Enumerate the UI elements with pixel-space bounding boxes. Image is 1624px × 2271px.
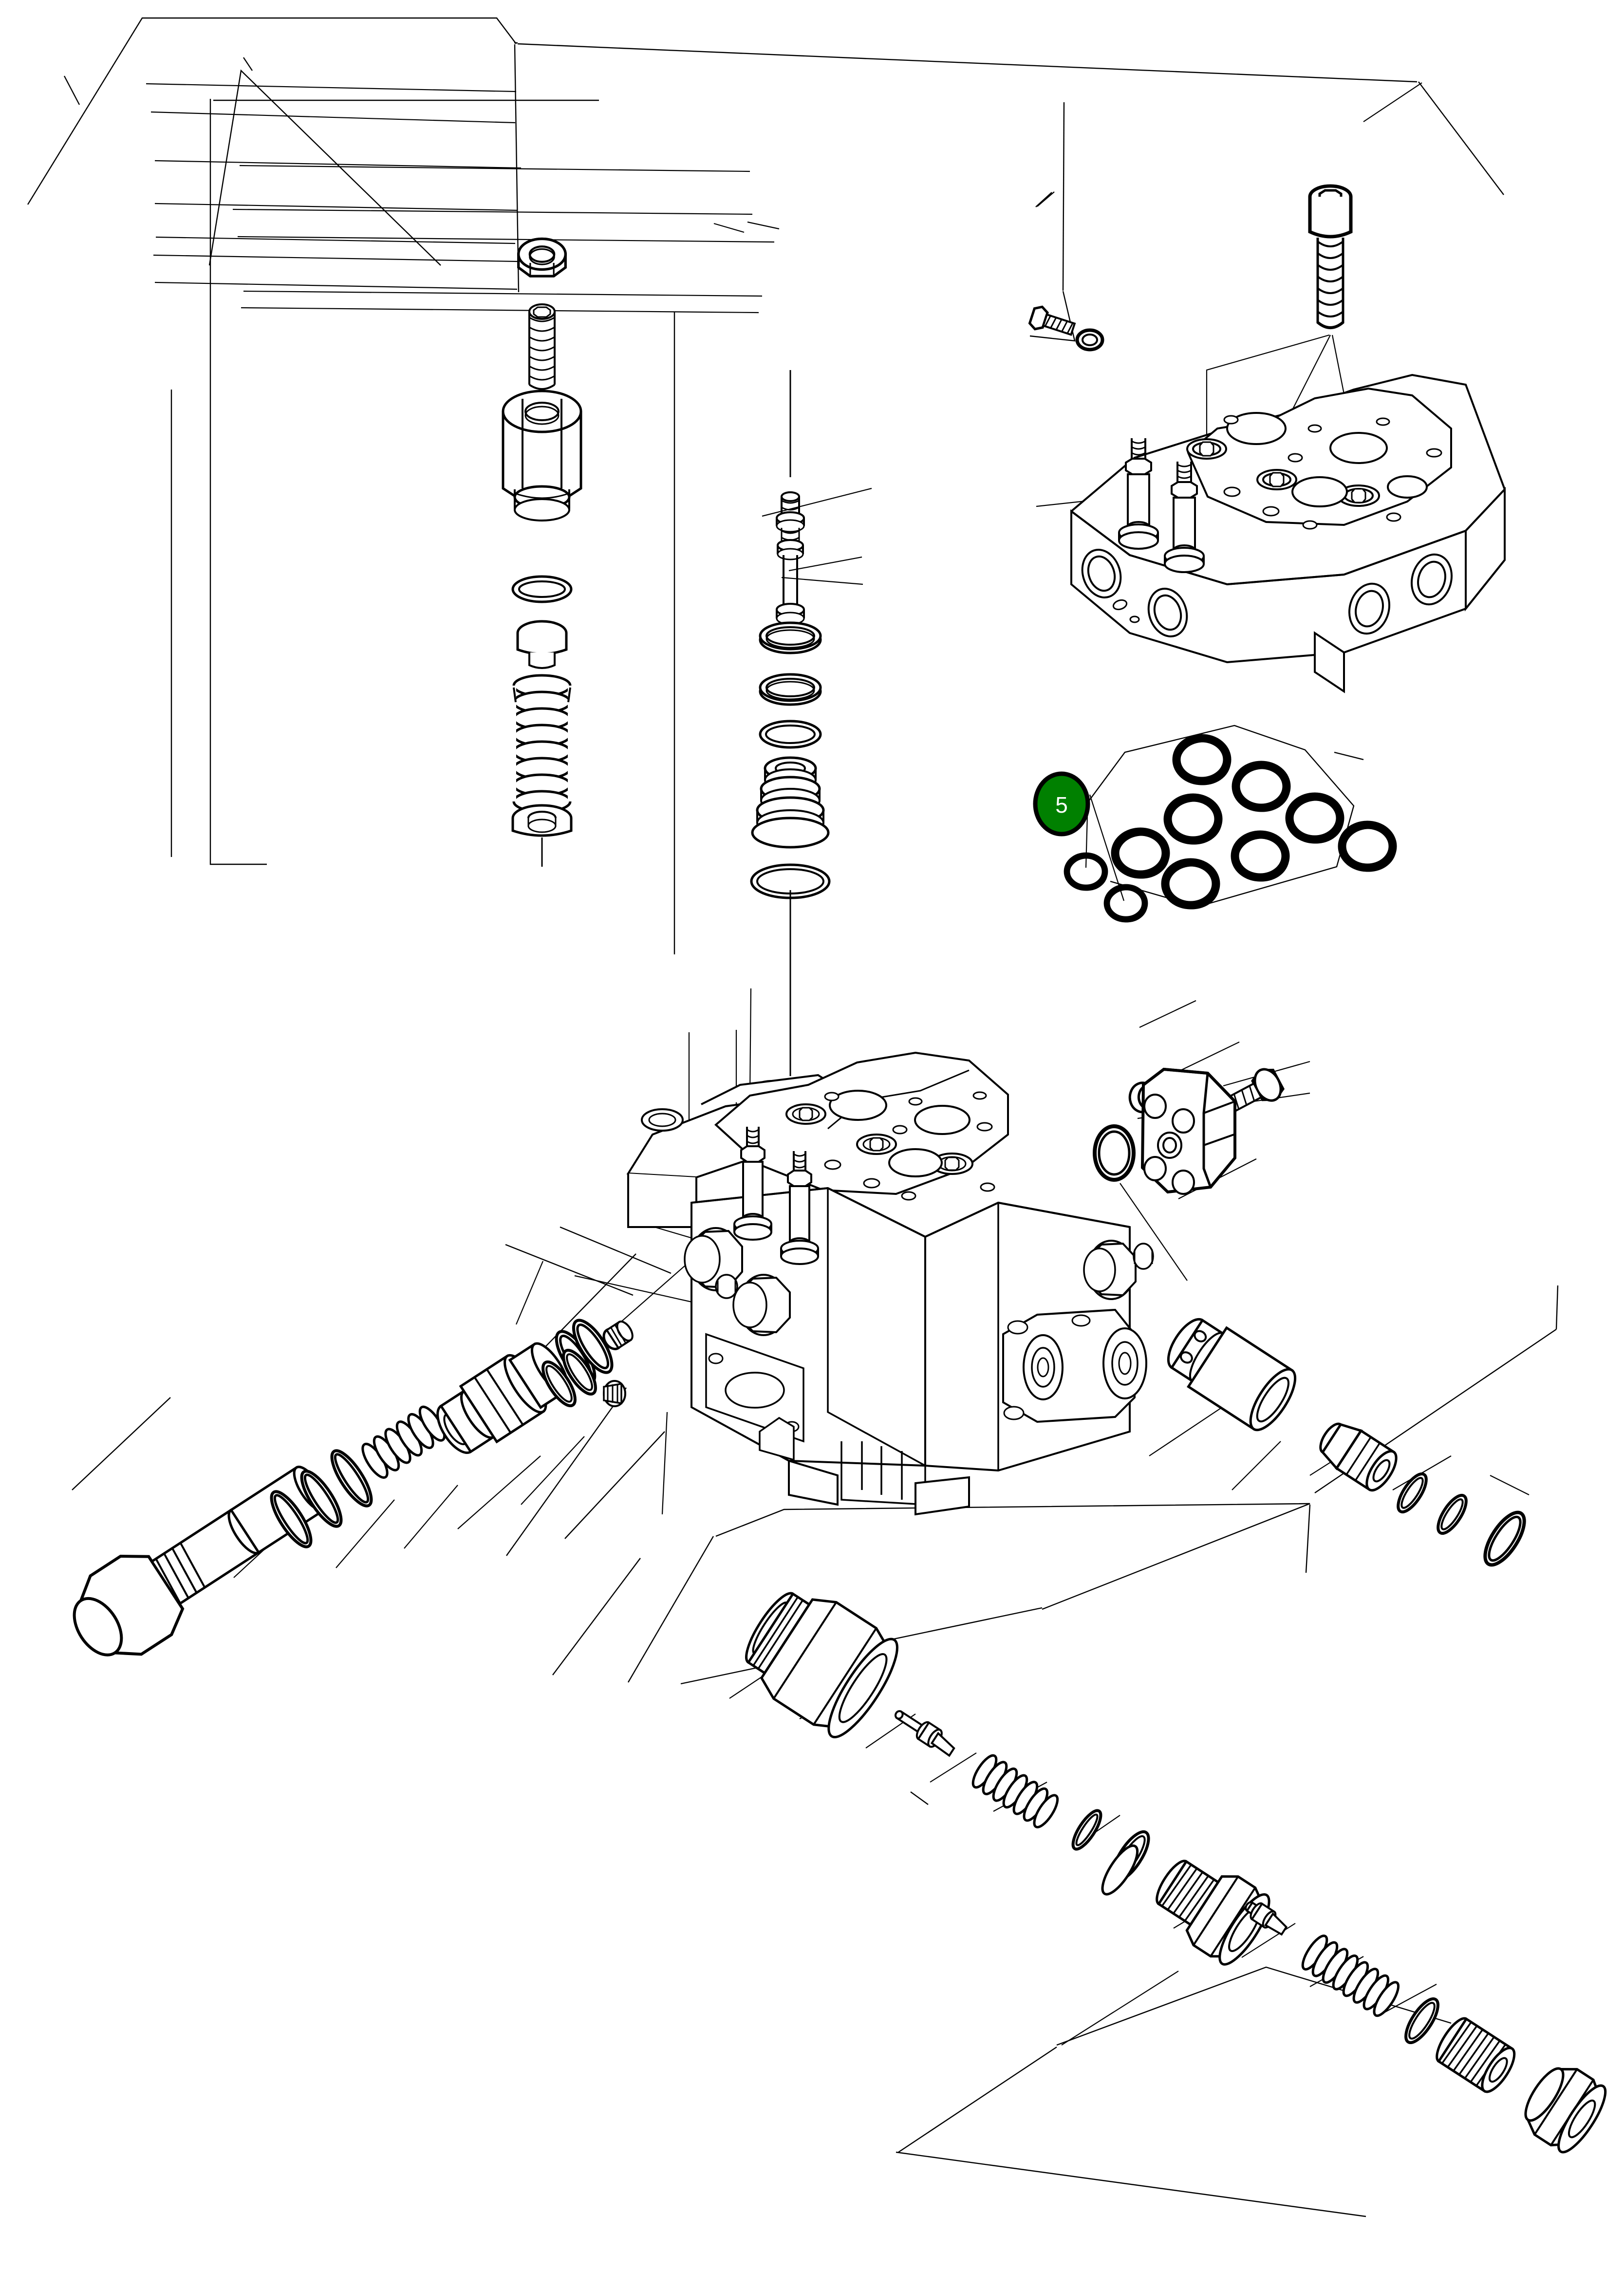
o-ring-inner [1437, 1494, 1468, 1535]
o-ring [1404, 1997, 1439, 2044]
valve-poppet-sleeve [436, 1342, 569, 1454]
socket-head-cap-screw [1308, 184, 1353, 329]
o-ring-cap [513, 577, 571, 602]
valve-cap-hex-body [503, 391, 581, 521]
stud-b [1164, 462, 1205, 573]
o-ring-flange [1093, 1124, 1136, 1182]
callout-5[interactable]: 5 [1033, 771, 1090, 837]
o-ring [1115, 832, 1167, 876]
poppet-seat [1319, 1422, 1398, 1492]
o-ring [1289, 797, 1342, 841]
o-ring [1236, 765, 1288, 810]
backup-ring [1397, 1472, 1428, 1513]
group-bottom-relief-housing-left [1101, 1844, 1139, 1896]
backup-ring [300, 1470, 343, 1528]
o-ring [1176, 738, 1229, 783]
o-ring-outer [759, 720, 822, 749]
hex-bolt-small [1028, 305, 1076, 336]
pilot-spring [514, 675, 570, 812]
valve-hex-housing [745, 1592, 898, 1739]
side-plug-small [603, 1380, 626, 1407]
leader-lines [141, 82, 1530, 2046]
callout-badge [1033, 771, 1090, 837]
o-ring-outer [1483, 1510, 1526, 1567]
group-left-body-seals [541, 1349, 597, 1407]
backup-ring [760, 623, 821, 653]
needle-stem [894, 1710, 955, 1757]
threaded-plunger [1436, 2017, 1516, 2093]
pilot-stem [776, 491, 805, 625]
group-pilot-spool-upper-center [750, 370, 831, 1076]
o-ring-seal [760, 674, 821, 705]
backup-ring [1071, 1809, 1102, 1851]
o-ring-large [750, 863, 831, 899]
group-valve-body-center [603, 1051, 1154, 1516]
adjusting-screw [528, 303, 556, 390]
cartridge-sleeve [1167, 1318, 1297, 1432]
spring-seat-poppet [518, 621, 566, 668]
o-ring-small [1107, 887, 1146, 921]
group-cover-plate-upper-right [1028, 184, 1506, 693]
stud-right [780, 1151, 819, 1265]
o-ring [1342, 825, 1394, 870]
o-ring [1165, 862, 1217, 907]
spring-retainer [513, 805, 571, 836]
port-plug-hex-left [684, 1227, 743, 1291]
pilot-spring [971, 1754, 1059, 1828]
o-ring-body-left [541, 1360, 577, 1407]
group-main-relief-upper-left [503, 239, 581, 867]
backup-ring-body-left [562, 1349, 597, 1396]
lock-nut [1524, 2067, 1607, 2154]
o-ring-medium [330, 1449, 373, 1508]
valve-hex-housing-left [1101, 1844, 1139, 1896]
group-oring-kit [1067, 738, 1394, 921]
stud-left [733, 1127, 772, 1241]
group-cartridge-right [1167, 1318, 1526, 1567]
group-bottom-relief-b [1245, 1901, 1607, 2154]
sleeve-bushing [752, 758, 828, 847]
o-ring-large [270, 1490, 313, 1548]
seal-washer [1075, 328, 1104, 352]
lock-nut [519, 239, 566, 277]
group-flange-right [1093, 1067, 1285, 1195]
stud-a [1118, 438, 1159, 550]
group-bottom-relief-a [745, 1592, 1270, 1966]
return-spring [361, 1405, 446, 1479]
o-ring [1168, 798, 1220, 842]
needle-poppet [1245, 1901, 1288, 1936]
main-spring [1301, 1935, 1400, 2017]
port-plug-hex-right [1083, 1240, 1154, 1300]
flange-block [1140, 1067, 1236, 1195]
seat-plug [602, 1321, 634, 1350]
o-ring [1235, 835, 1287, 879]
port-plug-hex-left-lower [715, 1274, 791, 1336]
